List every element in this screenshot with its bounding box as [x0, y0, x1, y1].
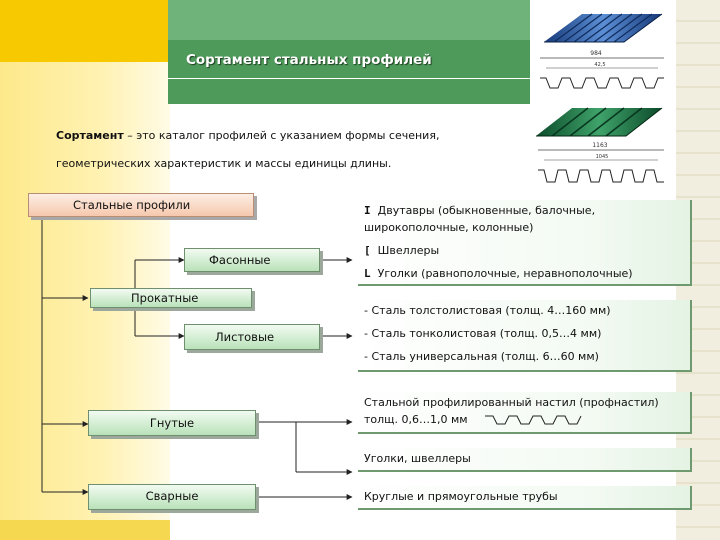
dash-icon: - [364, 350, 368, 363]
sheet-thick-row: - Сталь толстолистовая (толщ. 4…160 мм) [364, 302, 684, 319]
deck-text-2: толщ. 0,6…1,0 мм [364, 413, 468, 426]
channel-row: [ Швеллеры [364, 242, 684, 259]
box-shaped-label: Фасонные [209, 253, 271, 267]
box-rolled-label: Прокатные [131, 291, 199, 305]
blue-corrugated-sheet-image: 984 42,5 [530, 6, 670, 98]
box-welded-label: Сварные [145, 489, 199, 503]
ibeam-text-1: Двутавры (обыкновенные, балочные, [377, 204, 596, 217]
tubes-box: Круглые и прямоугольные трубы [358, 486, 692, 510]
sheet-thick-text: Сталь толстолистовая (толщ. 4…160 мм) [371, 304, 611, 317]
box-sheet-label: Листовые [215, 330, 275, 344]
ibeam-row: I Двутавры (обыкновенные, балочные, [364, 202, 684, 219]
header-light-band [168, 0, 530, 40]
ibeam-text-2: широкополочные, колонные) [364, 221, 534, 234]
bottom-sheet-subdimension: 1045 [596, 154, 609, 160]
definition-line-1: Сортамент – это каталог профилей с указа… [56, 129, 486, 142]
root-box-steel-profiles: Стальные профили [28, 193, 254, 217]
definition-rest: – это каталог профилей с указанием формы… [123, 129, 440, 142]
deck-box: Стальной профилированный настил (профнас… [358, 392, 692, 434]
sheet-universal-text: Сталь универсальная (толщ. 6…60 мм) [371, 350, 599, 363]
angle-row: L Уголки (равнополочные, неравнополочные… [364, 265, 684, 282]
slide-title: Сортамент стальных профилей [186, 52, 432, 68]
bottom-sheet-dimension: 1163 [592, 142, 607, 149]
sheet-items-box: - Сталь толстолистовая (толщ. 4…160 мм) … [358, 300, 692, 372]
header-divider [168, 78, 530, 79]
box-shaped: Фасонные [184, 248, 320, 272]
box-welded: Сварные [88, 484, 256, 510]
bottom-yellow-strip [0, 520, 170, 540]
sheet-thin-row: - Сталь тонколистовая (толщ. 0,5…4 мм) [364, 325, 684, 342]
dash-icon: - [364, 304, 368, 317]
sheet-universal-row: - Сталь универсальная (толщ. 6…60 мм) [364, 348, 684, 365]
root-box-label: Стальные профили [73, 198, 191, 212]
shaped-items-box: I Двутавры (обыкновенные, балочные, широ… [358, 200, 692, 286]
channel-text: Швеллеры [377, 244, 440, 257]
green-corrugated-sheet-image: 1163 1045 [530, 102, 670, 192]
deck-text-1: Стальной профилированный настил (профнас… [364, 396, 659, 409]
channel-icon: [ [364, 244, 371, 257]
angle-text: Уголки (равнополочные, неравнополочные) [377, 267, 633, 280]
top-sheet-dimension: 984 [590, 50, 602, 57]
top-yellow-block [0, 0, 170, 62]
tubes-text: Круглые и прямоугольные трубы [364, 490, 558, 503]
dash-icon: - [364, 327, 368, 340]
box-bent: Гнутые [88, 410, 256, 436]
corrugated-profile-icon [485, 415, 582, 425]
box-bent-label: Гнутые [149, 416, 195, 430]
bent-angles-box: Уголки, швеллеры [358, 448, 692, 472]
definition-term: Сортамент [56, 129, 124, 142]
definition-line-2: геометрических характеристик и массы еди… [56, 157, 392, 170]
sheet-thin-text: Сталь тонколистовая (толщ. 0,5…4 мм) [371, 327, 602, 340]
deck-row-2: толщ. 0,6…1,0 мм [364, 411, 684, 428]
box-rolled: Прокатные [90, 288, 252, 308]
angle-icon: L [364, 267, 371, 280]
top-sheet-subdimension: 42,5 [594, 62, 605, 68]
box-sheet: Листовые [184, 324, 320, 350]
bent-angles-text: Уголки, швеллеры [364, 452, 471, 465]
left-background-panel [0, 0, 170, 540]
ibeam-icon: I [364, 204, 371, 217]
